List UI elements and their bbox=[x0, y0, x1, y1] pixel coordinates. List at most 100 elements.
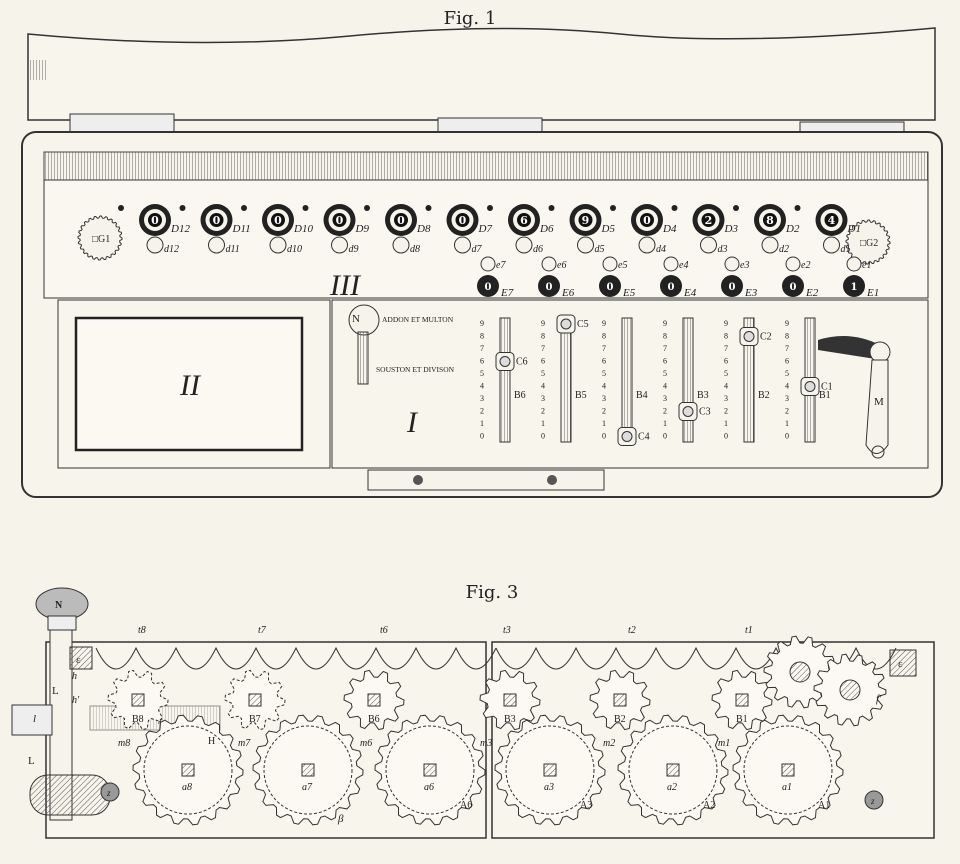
pointer-knob bbox=[621, 431, 633, 442]
pointer-label: C3 bbox=[699, 407, 711, 418]
dial-window bbox=[578, 213, 593, 227]
dial-digit: 0 bbox=[336, 214, 344, 227]
dial-label: D10 bbox=[293, 223, 313, 235]
dial-window bbox=[640, 213, 654, 227]
dial-label: D4 bbox=[662, 223, 677, 235]
dial-label: D5 bbox=[601, 223, 616, 235]
scale-digit: 7 bbox=[724, 344, 728, 353]
dial-digit: 0 bbox=[213, 214, 221, 227]
catch-screw-right bbox=[547, 475, 557, 485]
wheel-hub bbox=[666, 763, 680, 777]
tray-II bbox=[74, 316, 304, 452]
wheel-hub bbox=[181, 763, 195, 777]
wheel-rim-label: A1 bbox=[818, 800, 830, 811]
slot-label: B6 bbox=[514, 390, 526, 401]
dial-sublabel: d3 bbox=[718, 244, 728, 255]
scale-digit: 3 bbox=[663, 394, 667, 403]
dial-digit: 8 bbox=[766, 214, 774, 227]
counter-label: E3 bbox=[744, 287, 758, 299]
dial-pin bbox=[794, 205, 801, 211]
wheel-hub-label: a8 bbox=[182, 782, 192, 793]
counter-E3 bbox=[721, 275, 743, 297]
dial-label: D6 bbox=[539, 223, 554, 235]
slot-B3 bbox=[682, 317, 694, 443]
scale-digit: 7 bbox=[785, 344, 789, 353]
side-label-L-upper: L bbox=[52, 685, 59, 697]
dial-sublabel: d7 bbox=[472, 244, 483, 255]
dial-knob-d12 bbox=[146, 236, 164, 254]
dial-pin bbox=[241, 205, 247, 211]
wheel-cam bbox=[143, 725, 233, 815]
counter-label: E5 bbox=[622, 287, 636, 299]
counter-sublabel: e5 bbox=[618, 260, 627, 271]
knob-label: □G1 bbox=[92, 234, 110, 245]
dial-pin bbox=[610, 205, 616, 211]
bolt-left-label: z bbox=[106, 788, 111, 798]
counter-digit: 0 bbox=[668, 282, 675, 293]
dial-sublabel: d12 bbox=[164, 244, 179, 255]
pointer-label: C6 bbox=[516, 357, 528, 368]
region-label-III: III bbox=[329, 269, 362, 302]
dial-pin bbox=[179, 205, 186, 211]
scale-digit: 6 bbox=[724, 357, 728, 366]
dial-label: D2 bbox=[785, 223, 800, 235]
dial-sublabel: d8 bbox=[410, 244, 420, 255]
slot-label: B5 bbox=[575, 390, 587, 401]
scale-digit: 4 bbox=[663, 382, 667, 391]
scale-digit: 4 bbox=[541, 382, 545, 391]
dial-pin bbox=[671, 205, 678, 211]
counter-sublabel: e6 bbox=[557, 260, 566, 271]
dial-label: D8 bbox=[416, 223, 431, 235]
wheel-cam bbox=[385, 725, 475, 815]
counter-knob-e4 bbox=[663, 256, 679, 272]
dial-window bbox=[763, 213, 777, 227]
bolt-right-label: z bbox=[870, 796, 875, 806]
fig1-knobs: □G1□G2 bbox=[77, 215, 891, 265]
knob-G1 bbox=[77, 215, 123, 261]
dial-window bbox=[701, 213, 716, 227]
pointer-label: C1 bbox=[821, 382, 833, 393]
add-sub-lever[interactable]: N bbox=[348, 304, 380, 385]
open-lid bbox=[27, 27, 936, 121]
counter-label: E2 bbox=[805, 287, 819, 299]
counter-sublabel: e1 bbox=[862, 260, 871, 271]
scale-digit: 7 bbox=[541, 344, 545, 353]
side-label-h-prime: h' bbox=[72, 695, 80, 706]
scale-digit: 4 bbox=[724, 382, 728, 391]
corner-block-right bbox=[889, 649, 917, 677]
dial-label: D7 bbox=[478, 223, 493, 235]
scale-digit: 5 bbox=[480, 369, 484, 378]
front-catch bbox=[367, 469, 605, 491]
counter-digit: 0 bbox=[607, 282, 614, 293]
counter-E4 bbox=[660, 275, 682, 297]
lever-label: N bbox=[352, 313, 360, 325]
beta-label: β bbox=[337, 813, 344, 825]
pinion-hub bbox=[248, 693, 262, 707]
counter-E2 bbox=[782, 275, 804, 297]
wheel-hub-label: a3 bbox=[544, 782, 554, 793]
dial-label: D12 bbox=[170, 223, 190, 235]
scale-digit: 7 bbox=[602, 344, 606, 353]
scale-digit: 8 bbox=[541, 332, 545, 341]
pointer-knob bbox=[682, 406, 694, 417]
crank-handle[interactable]: M bbox=[818, 336, 891, 459]
scale-digit: 4 bbox=[785, 382, 789, 391]
wheel-m-label: m2 bbox=[603, 738, 615, 749]
result-dials: 0D12d120D11d110D10d100D9d90D8d80D7d76D6d… bbox=[118, 204, 861, 255]
counter-label: E6 bbox=[561, 287, 575, 299]
fig3-title: Fig. 3 bbox=[466, 582, 519, 603]
dial-sublabel: d4 bbox=[656, 244, 666, 255]
pinion-hub bbox=[367, 693, 381, 707]
counter-sublabel: e7 bbox=[496, 260, 506, 271]
scale-digit: 4 bbox=[480, 382, 484, 391]
wheel-hub-label: a1 bbox=[782, 782, 792, 793]
tooth-label: t3 bbox=[503, 625, 511, 636]
epsilon-left: ε bbox=[76, 654, 81, 666]
scale-digit: 0 bbox=[541, 432, 545, 441]
dial-window bbox=[824, 213, 839, 227]
right-gear-label: f' bbox=[876, 694, 882, 705]
dial-label: D3 bbox=[724, 223, 739, 235]
pointer-knob bbox=[804, 381, 816, 392]
